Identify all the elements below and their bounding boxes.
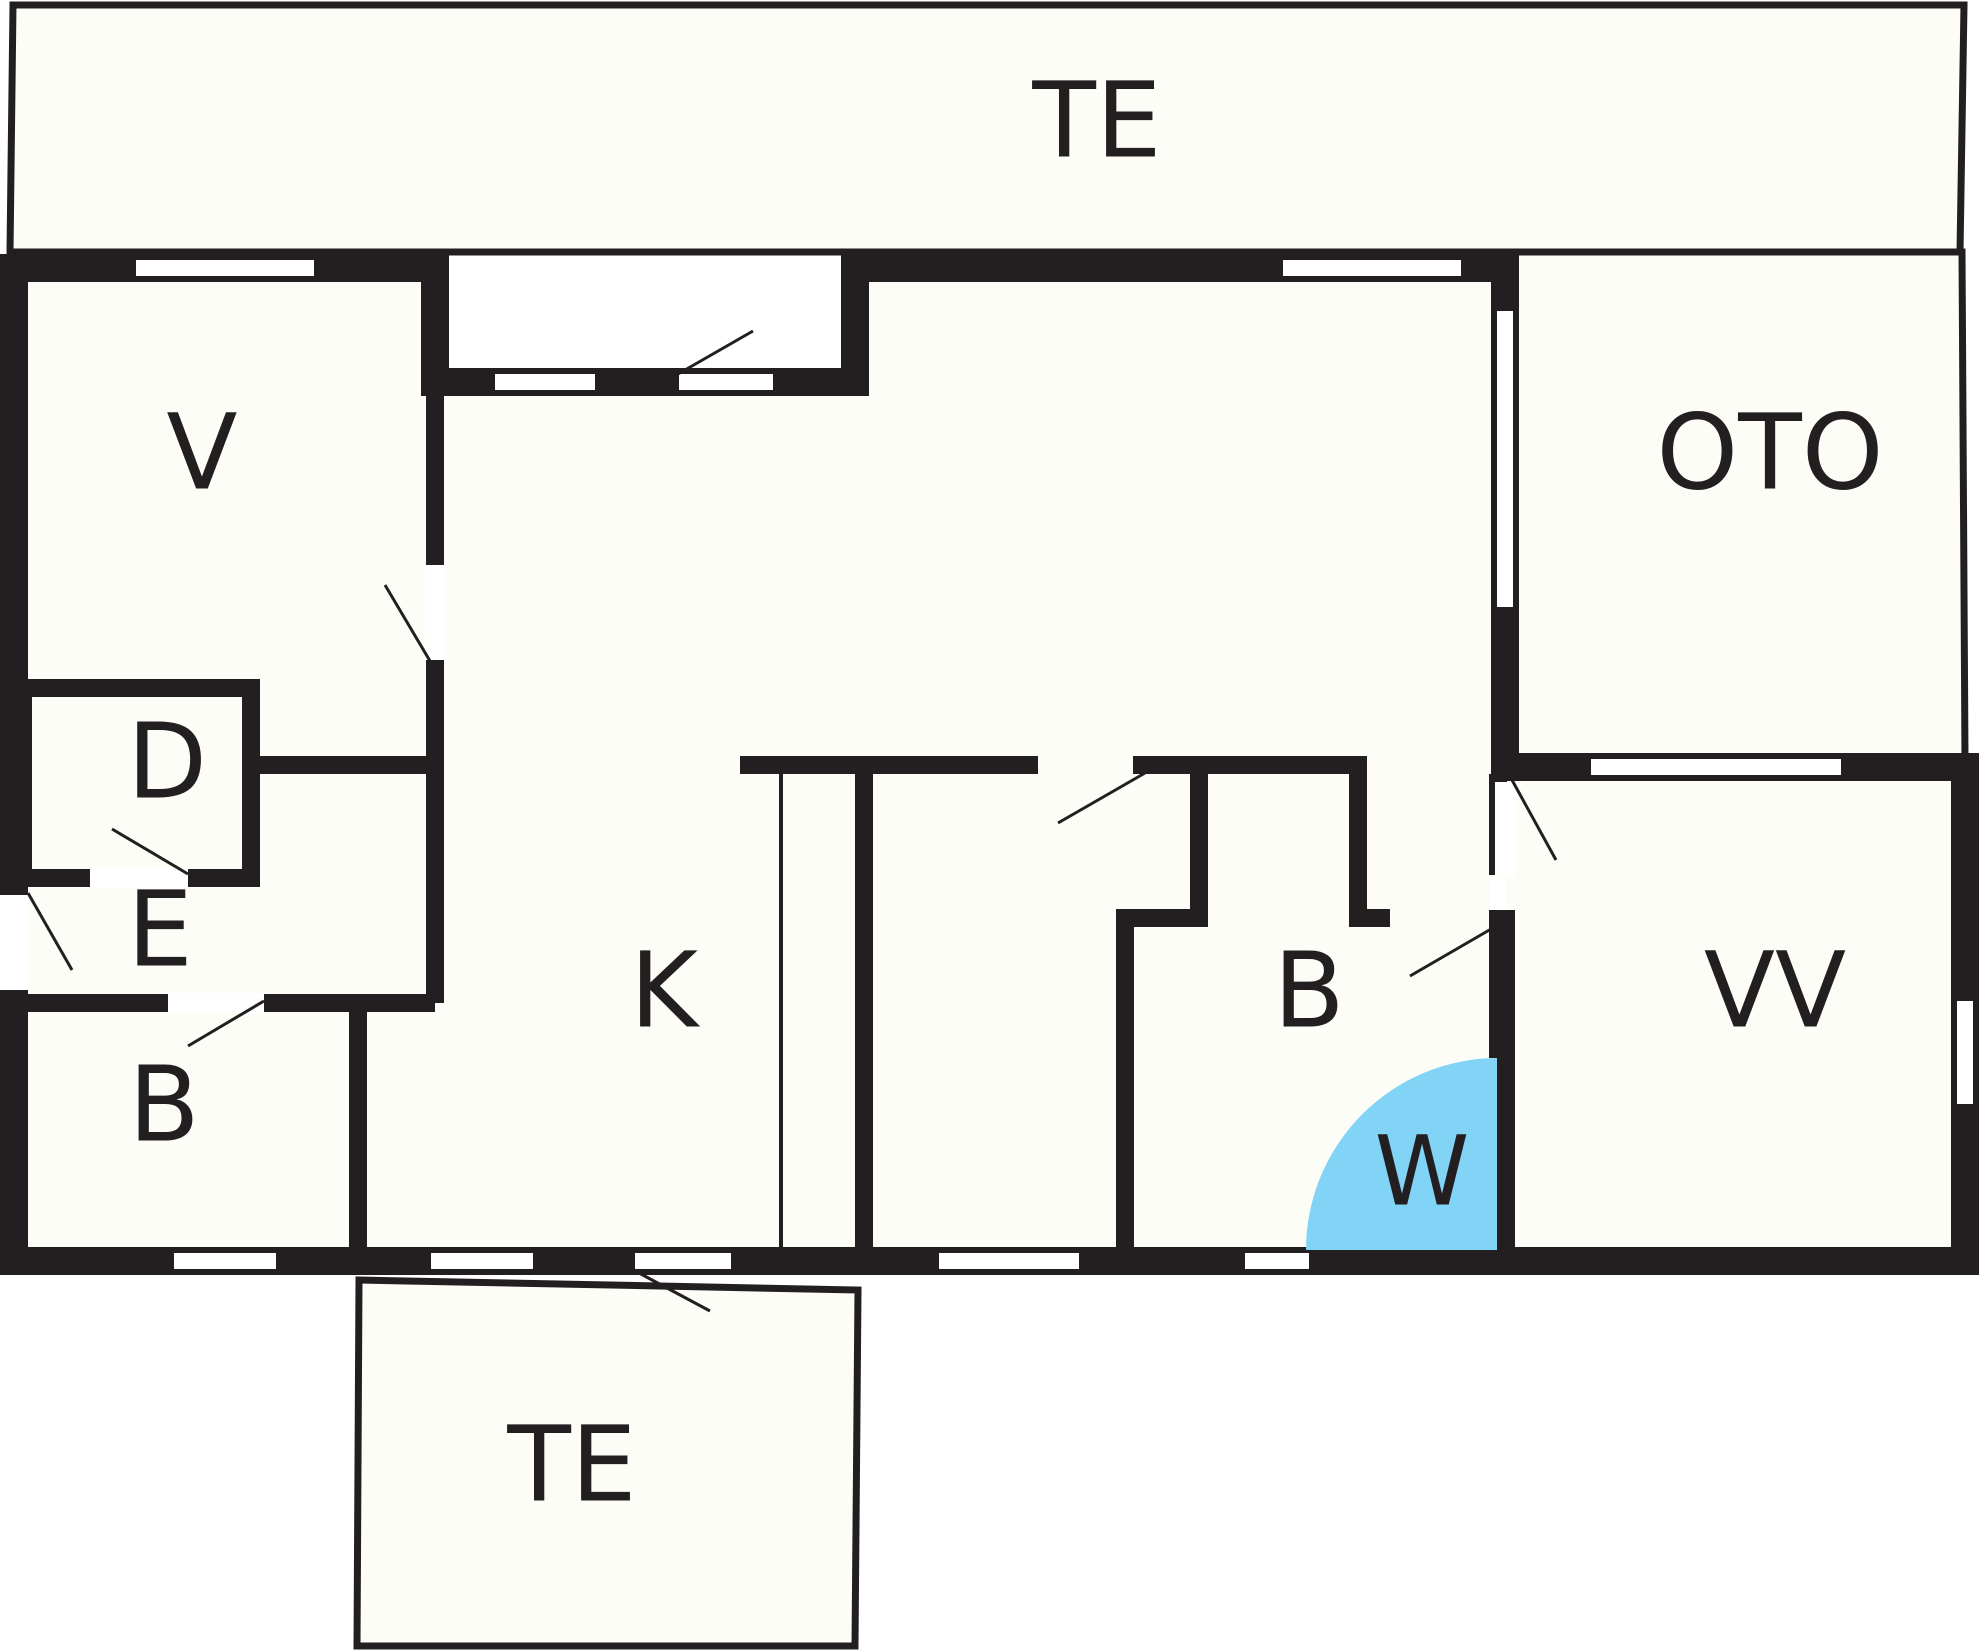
terrace-bottom-outline — [353, 1276, 862, 1650]
room-label-k: K — [630, 929, 701, 1051]
room-label-b-left: B — [128, 1043, 199, 1165]
room-label-v: V — [166, 391, 237, 513]
washroom-arc — [1306, 1058, 1498, 1250]
door-swings — [26, 329, 1558, 1313]
door-openings — [0, 565, 1515, 1013]
room-label-oto: OTO — [1656, 391, 1883, 513]
room-label-terrace-top: TE — [1031, 59, 1161, 181]
room-label-e: E — [127, 868, 193, 990]
room-label-vv: VV — [1704, 929, 1846, 1051]
room-label-w: W — [1375, 1115, 1470, 1227]
room-label-terrace-bottom: TE — [506, 1403, 636, 1525]
room-label-d: D — [127, 700, 207, 822]
room-label-b-right: B — [1273, 929, 1344, 1051]
terrace-top-outline — [6, 1, 1968, 256]
windows — [134, 258, 1975, 1271]
